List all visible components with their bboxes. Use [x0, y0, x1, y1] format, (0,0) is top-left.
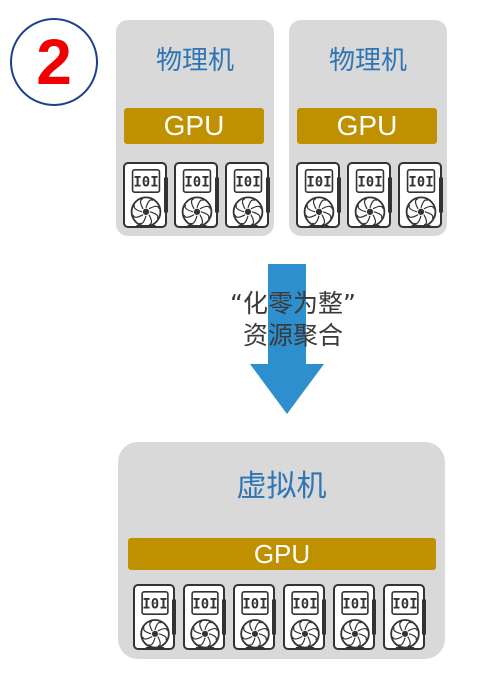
- gpu-card-icon: I0I: [232, 582, 278, 652]
- gpu-card-icon: I0I: [332, 582, 378, 652]
- virtual-machine: 虚拟机 GPU I0I I0I I0I I0I: [118, 442, 445, 659]
- gpu-card-icon: I0I: [282, 582, 328, 652]
- gpu-card-icon: I0I: [295, 160, 343, 230]
- physical-machine-title: 物理机: [328, 46, 407, 76]
- svg-text:I0I: I0I: [292, 597, 317, 613]
- gpu-bar: GPU: [297, 108, 437, 144]
- physical-machine-2: 物理机 GPU I0I I0I I0I: [289, 20, 447, 236]
- aggregation-label: “化零为整” 资源聚合: [193, 288, 393, 352]
- svg-text:I0I: I0I: [242, 597, 267, 613]
- down-arrow-icon: [250, 264, 324, 414]
- gpu-card-icon: I0I: [346, 160, 394, 230]
- svg-text:I0I: I0I: [342, 597, 367, 613]
- gpu-card-icon: I0I: [382, 582, 428, 652]
- gpu-bar: GPU: [128, 538, 436, 570]
- gpu-card-icon: I0I: [224, 160, 272, 230]
- svg-text:I0I: I0I: [192, 597, 217, 613]
- aggregation-label-line2: 资源聚合: [242, 321, 343, 350]
- svg-text:I0I: I0I: [357, 175, 382, 191]
- svg-text:I0I: I0I: [142, 597, 167, 613]
- svg-text:I0I: I0I: [306, 175, 331, 191]
- gpu-bar: GPU: [124, 108, 264, 144]
- aggregation-label-line1: “化零为整”: [230, 289, 356, 318]
- svg-text:I0I: I0I: [392, 597, 417, 613]
- physical-machine-title: 物理机: [155, 46, 234, 76]
- gpu-card-icon: I0I: [182, 582, 228, 652]
- svg-text:I0I: I0I: [184, 175, 209, 191]
- svg-text:I0I: I0I: [235, 175, 260, 191]
- svg-text:I0I: I0I: [133, 175, 158, 191]
- gpu-card-icon: I0I: [397, 160, 445, 230]
- virtual-machine-title: 虚拟机: [236, 469, 327, 504]
- svg-text:I0I: I0I: [408, 175, 433, 191]
- gpu-card-icon: I0I: [122, 160, 170, 230]
- step-number-badge: 2: [10, 18, 98, 106]
- gpu-card-icon: I0I: [173, 160, 221, 230]
- physical-machine-1: 物理机 GPU I0I I0I I0I: [116, 20, 274, 236]
- gpu-card-icon: I0I: [132, 582, 178, 652]
- step-number: 2: [36, 26, 72, 98]
